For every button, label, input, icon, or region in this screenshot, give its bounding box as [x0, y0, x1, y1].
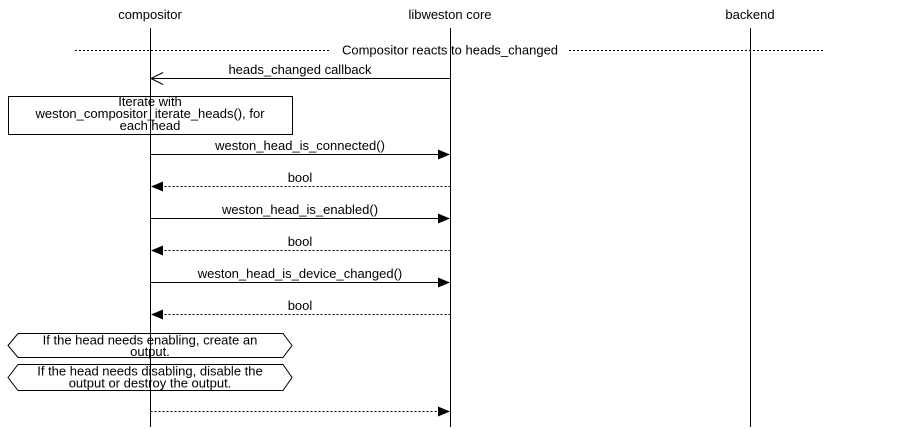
participant-label-backend: backend: [725, 7, 774, 22]
hexagon-note: [7, 333, 293, 358]
message-label: heads_changed callback: [228, 62, 372, 77]
note-text-line: weston_compositor_iterate_heads(), for: [34, 106, 265, 121]
note-box: [8, 96, 293, 135]
divider-label: Compositor reacts to heads_changed: [342, 43, 558, 58]
filled-arrowhead-icon: [151, 309, 163, 320]
hexagon-note: [7, 364, 293, 391]
filled-arrowhead-icon: [151, 245, 163, 256]
participant-label-libweston-core: libweston core: [408, 7, 491, 22]
note-text-line: each head: [120, 118, 181, 133]
message-label: bool: [288, 170, 313, 185]
filled-arrowhead-icon: [151, 181, 163, 192]
message-label: weston_head_is_device_changed(): [197, 266, 403, 281]
filled-arrowhead-icon: [438, 149, 450, 160]
note-text-line: output.: [130, 344, 170, 359]
message-label: weston_head_is_enabled(): [221, 202, 378, 217]
message-label: weston_head_is_connected(): [214, 138, 385, 153]
note-text-line: If the head needs enabling, create an: [43, 333, 258, 348]
participant-label-compositor: compositor: [118, 7, 182, 22]
note-text-line: If the head needs disabling, disable the: [37, 364, 263, 379]
open-arrowhead-icon: [149, 72, 164, 85]
message-label: bool: [288, 234, 313, 249]
filled-arrowhead-icon: [438, 213, 450, 224]
note-text-line: output or destroy the output.: [69, 376, 232, 391]
message-label: bool: [288, 298, 313, 313]
note-text-line: Iterate with: [118, 94, 182, 109]
filled-arrowhead-icon: [438, 406, 450, 417]
filled-arrowhead-icon: [438, 277, 450, 288]
